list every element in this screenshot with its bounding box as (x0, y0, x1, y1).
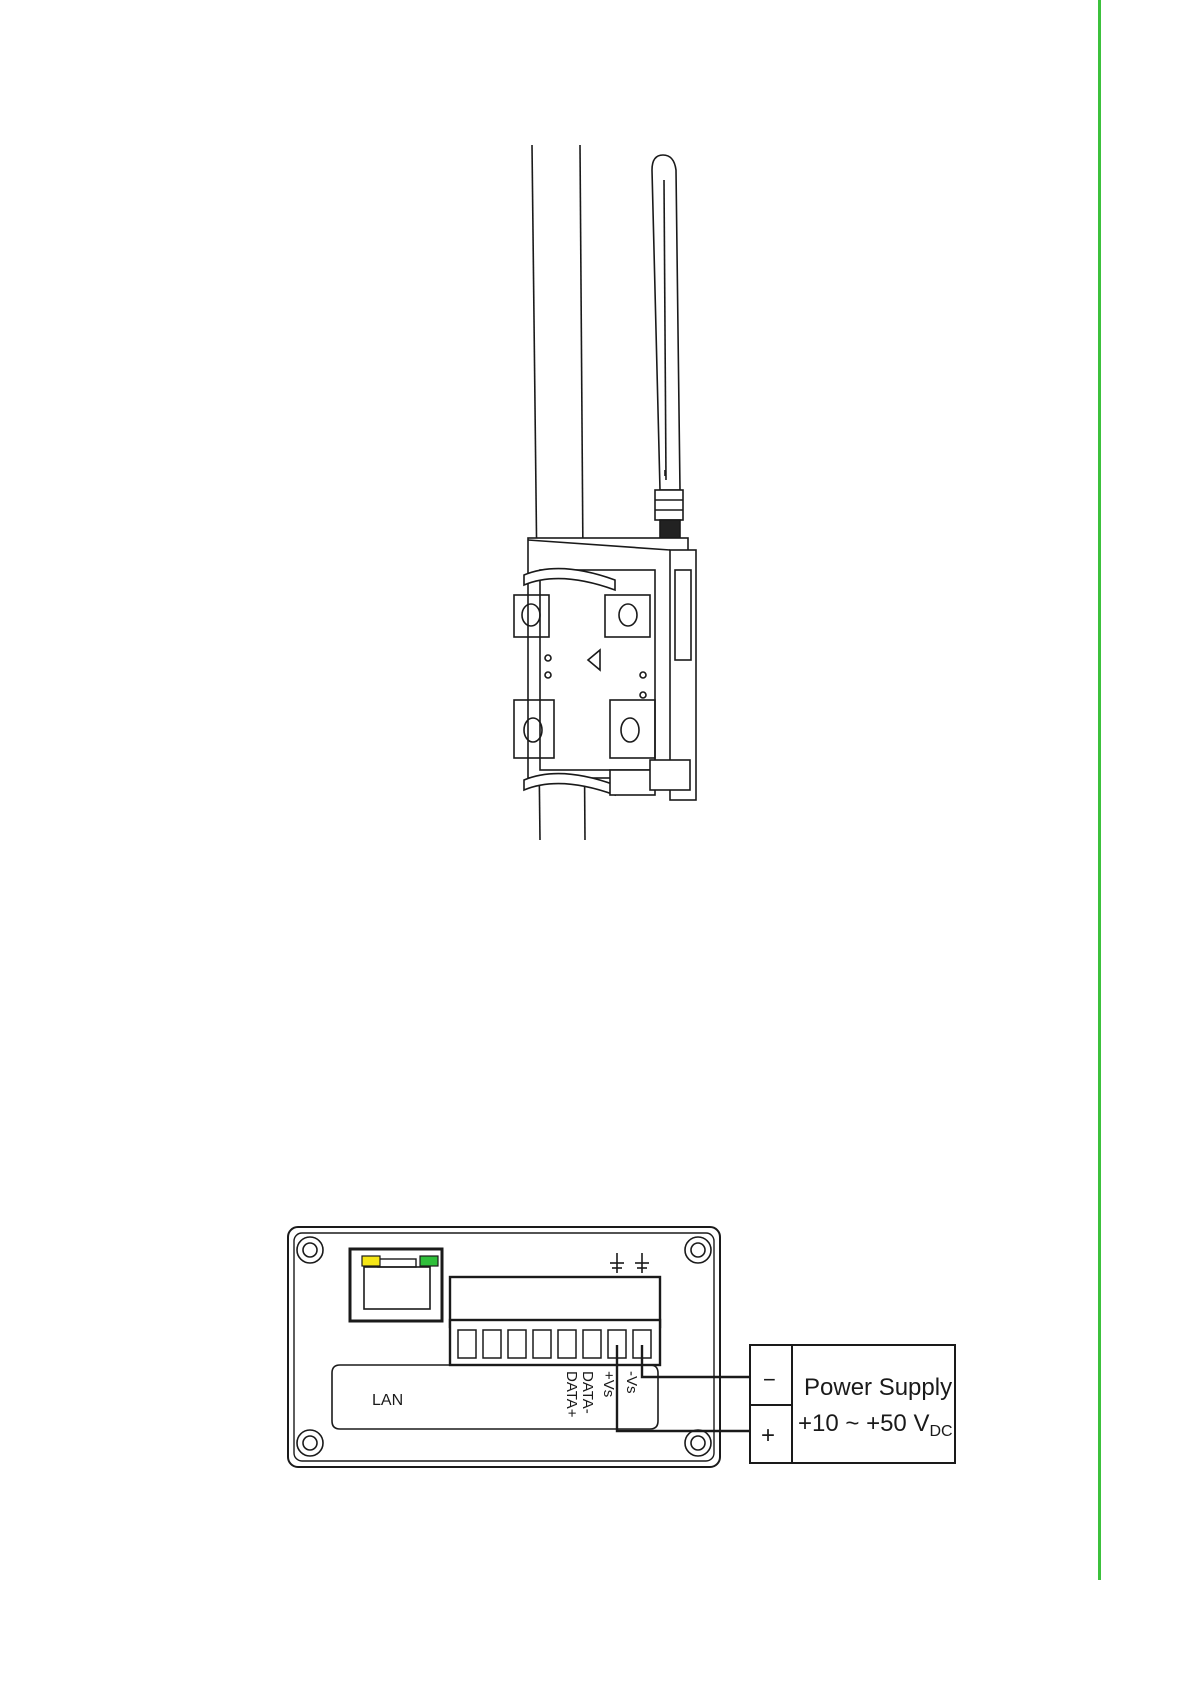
antenna-icon (652, 155, 683, 538)
lan-led-right (420, 1256, 438, 1266)
lan-label: LAN (372, 1392, 403, 1409)
terminal-label-data-minus: DATA- (579, 1371, 596, 1414)
ground-symbol-icon (610, 1253, 649, 1273)
supply-plus-sign: + (761, 1422, 775, 1449)
supply-range: +10 ~ +50 VDC (798, 1410, 953, 1440)
terminal-label-plus-vs: +Vs (600, 1371, 617, 1397)
terminal-label-minus-vs: -Vs (623, 1371, 640, 1394)
page-side-rule (1098, 0, 1101, 1580)
lan-led-left (362, 1256, 380, 1266)
device-housing-icon (514, 538, 696, 800)
wiring-diagram: LAN DATA+ DATA- +Vs -Vs − + Power Supply… (280, 1225, 960, 1485)
pole-mount-figure (500, 140, 740, 840)
supply-subscript: DC (929, 1423, 952, 1440)
supply-title: Power Supply (804, 1374, 952, 1401)
terminal-block (450, 1277, 660, 1365)
supply-minus-sign: − (763, 1367, 776, 1392)
terminal-label-data-plus: DATA+ (563, 1371, 580, 1418)
